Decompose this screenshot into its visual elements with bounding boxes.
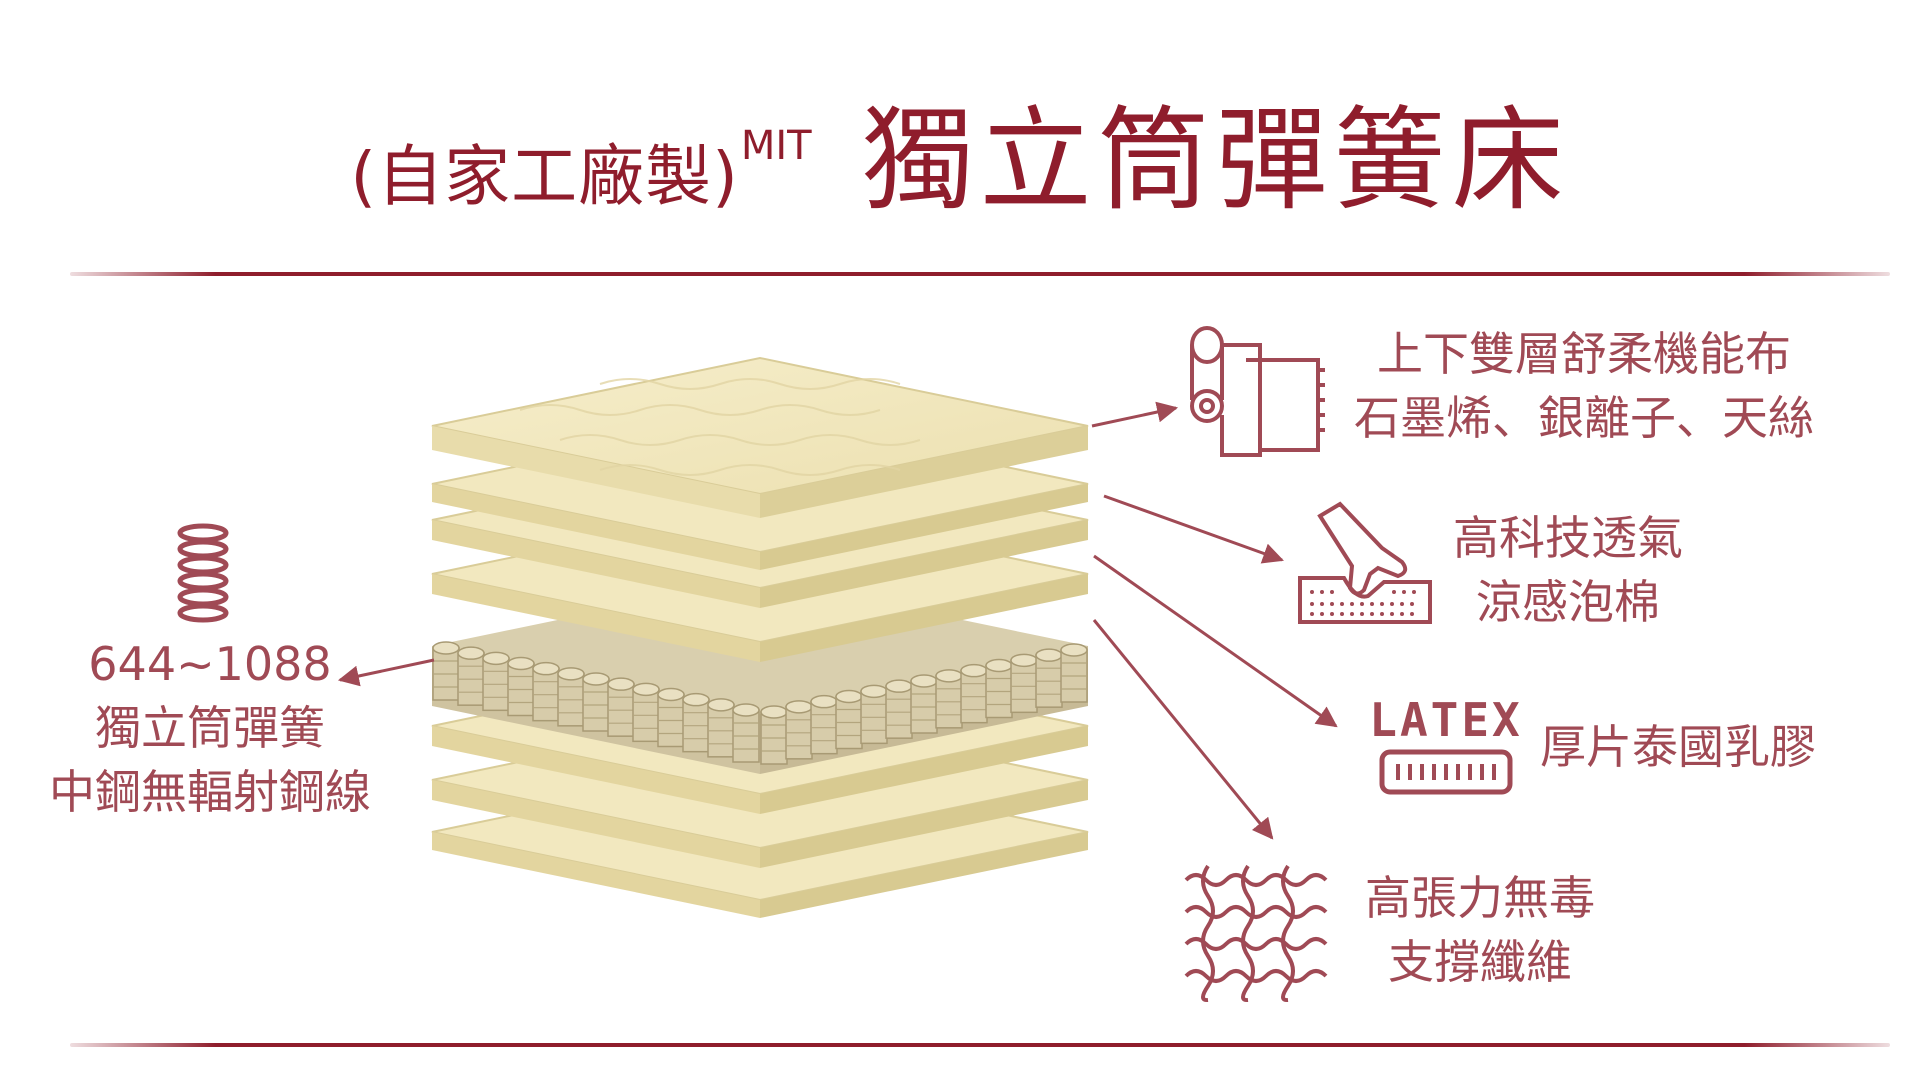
spring-row-left: [432, 641, 760, 763]
pocket-spring: [657, 687, 685, 748]
latex-text: 厚片泰國乳膠: [1540, 720, 1816, 774]
woven-fiber-icon: [1184, 864, 1328, 1003]
spring-coil-icon: [177, 523, 229, 623]
spring-count: 644~1088: [88, 637, 332, 691]
fabric-label: 上下雙層舒柔機能布 石墨烯、銀離子、天絲: [1334, 322, 1834, 450]
arrow-spring: [337, 658, 435, 687]
pocket-spring: [785, 700, 813, 760]
pocket-spring: [835, 689, 863, 750]
latex-label: 厚片泰國乳膠: [1540, 715, 1816, 779]
latex-block-icon: LATEX: [1369, 693, 1522, 795]
foam-line-1: 高科技透氣: [1453, 511, 1683, 565]
pocket-spring: [532, 661, 560, 722]
pocket-spring: [1035, 648, 1063, 708]
arrow-foam: [1103, 494, 1284, 564]
pocket-spring: [860, 684, 888, 745]
pocket-spring: [457, 646, 485, 706]
pocket-spring: [910, 674, 938, 734]
pocket-spring: [507, 656, 535, 717]
pocket-spring: [482, 651, 510, 712]
pocket-spring: [682, 692, 710, 753]
pocket-spring: [935, 669, 963, 729]
spring-material: 中鋼無輻射鋼線: [49, 765, 371, 819]
mattress-stack: [431, 356, 1089, 918]
foam-label: 高科技透氣 涼感泡棉: [1418, 506, 1718, 634]
pocket-spring: [960, 663, 988, 724]
title-superscript: MIT: [740, 123, 812, 169]
pocket-spring: [810, 694, 838, 755]
title-main: 獨立筒彈簧床: [861, 96, 1570, 226]
pocket-spring: [732, 703, 760, 763]
spring-type: 獨立筒彈簧: [95, 701, 325, 755]
spring-label: 644~1088 獨立筒彈簧 中鋼無輻射鋼線: [20, 632, 400, 824]
pocket-spring: [985, 658, 1013, 719]
arrow-fabric: [1091, 401, 1179, 428]
fiber-line-2: 支撐纖維: [1388, 935, 1572, 989]
pocket-spring: [632, 682, 660, 743]
fabric-line-1: 上下雙層舒柔機能布: [1377, 327, 1791, 381]
layer-top-fabric: [431, 356, 1089, 518]
fiber-line-1: 高張力無毒: [1365, 871, 1595, 925]
pocket-spring: [760, 705, 788, 765]
pocket-spring: [432, 641, 460, 701]
fiber-label: 高張力無毒 支撐纖維: [1330, 866, 1630, 994]
fabric-roll-icon: [1190, 326, 1325, 457]
hand-press-foam-icon: [1298, 501, 1432, 624]
spring-row-right: [760, 643, 1088, 765]
page-title: (自家工廠製)MIT 獨立筒彈簧床: [0, 70, 1920, 232]
pocket-spring: [582, 672, 610, 732]
latex-icon-text: LATEX: [1369, 693, 1522, 747]
bottom-divider: [70, 1043, 1890, 1047]
pocket-spring: [1010, 653, 1038, 714]
pocket-spring: [607, 677, 635, 737]
top-divider: [70, 272, 1890, 276]
pocket-spring: [557, 667, 585, 727]
foam-line-2: 涼感泡棉: [1476, 575, 1660, 629]
title-subtitle: (自家工廠製): [350, 138, 739, 215]
arrow-fiber: [1092, 619, 1274, 840]
arrow-latex: [1093, 554, 1338, 728]
fabric-line-2: 石墨烯、銀離子、天絲: [1354, 391, 1814, 445]
pocket-spring: [707, 698, 735, 758]
pocket-spring: [1060, 643, 1088, 703]
pocket-spring: [885, 679, 913, 739]
